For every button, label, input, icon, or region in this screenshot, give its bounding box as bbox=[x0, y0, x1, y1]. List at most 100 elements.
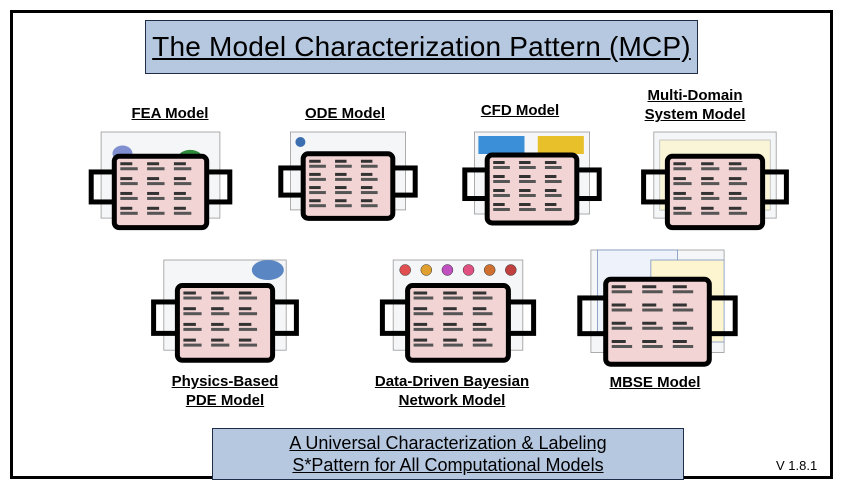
label-line: System Model bbox=[644, 106, 746, 123]
card-block bbox=[238, 312, 258, 316]
card-block bbox=[413, 343, 434, 347]
bayesian-network-model-module bbox=[368, 258, 548, 368]
card-block bbox=[335, 164, 352, 168]
card-block bbox=[611, 303, 626, 307]
module-graphic bbox=[379, 259, 537, 363]
card-block bbox=[443, 338, 457, 342]
card-block bbox=[611, 285, 626, 289]
card-block bbox=[211, 291, 224, 295]
card-block bbox=[728, 206, 742, 210]
card-block bbox=[642, 321, 657, 325]
card-block bbox=[360, 199, 373, 203]
card-block bbox=[701, 191, 714, 195]
card-block bbox=[701, 211, 720, 215]
card-block bbox=[472, 322, 487, 326]
card-block bbox=[309, 191, 326, 195]
pde-surface-shape bbox=[251, 260, 284, 280]
card-block bbox=[211, 327, 230, 331]
card-block bbox=[673, 211, 692, 215]
network-node bbox=[505, 264, 517, 276]
card-block bbox=[147, 196, 165, 200]
network-node bbox=[399, 264, 411, 276]
card-block bbox=[472, 327, 493, 331]
card-block bbox=[335, 199, 347, 203]
card-block bbox=[120, 162, 133, 166]
card-block bbox=[147, 162, 160, 166]
card-block bbox=[173, 196, 192, 200]
card-block bbox=[493, 203, 505, 206]
card-block bbox=[493, 180, 510, 183]
card-block bbox=[309, 204, 326, 208]
cfd-flow-shape bbox=[478, 136, 525, 154]
card-block bbox=[728, 191, 742, 195]
card-block bbox=[309, 164, 326, 168]
card-block bbox=[211, 312, 230, 316]
card-block bbox=[211, 343, 230, 347]
card-block bbox=[673, 177, 686, 181]
card-block bbox=[672, 340, 687, 343]
card-block bbox=[183, 327, 202, 331]
card-block bbox=[701, 206, 714, 210]
card-block bbox=[147, 206, 160, 210]
card-block bbox=[701, 182, 720, 186]
card-block bbox=[173, 191, 186, 195]
card-block bbox=[443, 322, 457, 326]
card-block bbox=[472, 307, 487, 311]
card-block bbox=[173, 182, 192, 186]
card-block bbox=[335, 191, 352, 195]
card-block bbox=[728, 196, 748, 200]
card-block bbox=[673, 162, 686, 166]
card-block bbox=[673, 196, 692, 200]
card-block bbox=[519, 208, 536, 211]
card-block bbox=[611, 326, 633, 330]
card-block bbox=[413, 322, 428, 326]
module-graphic bbox=[641, 131, 789, 231]
mbse-model-module bbox=[565, 248, 750, 373]
card-block bbox=[544, 161, 557, 164]
card-block bbox=[493, 208, 510, 211]
card-block bbox=[493, 166, 510, 169]
card-block bbox=[413, 307, 428, 311]
card-block bbox=[544, 166, 562, 169]
label-line: MBSE Model bbox=[609, 374, 701, 391]
card-block bbox=[728, 182, 748, 186]
card-block bbox=[360, 159, 373, 163]
card-block bbox=[335, 159, 347, 163]
card-block bbox=[611, 290, 633, 294]
card-block bbox=[413, 291, 428, 295]
label-line: Data-Driven Bayesian bbox=[374, 373, 530, 390]
card-block bbox=[672, 321, 687, 325]
card-block bbox=[728, 177, 742, 181]
card-block bbox=[611, 308, 633, 312]
card-block bbox=[672, 345, 694, 348]
card-block bbox=[519, 180, 536, 183]
card-block bbox=[120, 177, 133, 181]
footer-banner: A Universal Characterization & Labeling … bbox=[212, 428, 684, 480]
card-block bbox=[360, 204, 378, 208]
card-block bbox=[493, 175, 505, 178]
card-block bbox=[360, 164, 378, 168]
label-multi-domain-model: Multi-Domain System Model bbox=[630, 86, 760, 124]
module-graphic bbox=[577, 249, 738, 367]
card-block bbox=[728, 211, 748, 215]
card-block bbox=[309, 186, 321, 190]
label-line: CFD Model bbox=[480, 102, 560, 119]
card-block bbox=[335, 172, 347, 176]
model-card bbox=[405, 283, 511, 363]
cfd-model-module bbox=[452, 130, 612, 230]
card-block bbox=[642, 340, 657, 343]
card-block bbox=[519, 189, 531, 192]
label-fea-model: FEA Model bbox=[120, 104, 220, 123]
card-block bbox=[173, 177, 186, 181]
card-block bbox=[147, 211, 165, 215]
card-block bbox=[672, 290, 694, 294]
label-ode-model: ODE Model bbox=[295, 104, 395, 123]
card-block bbox=[413, 312, 434, 316]
card-block bbox=[309, 159, 321, 163]
cfd-flow-shape bbox=[537, 136, 584, 154]
model-card bbox=[111, 153, 210, 231]
card-block bbox=[238, 322, 252, 326]
card-block bbox=[672, 303, 687, 307]
card-block bbox=[183, 343, 202, 347]
label-line: Multi-Domain bbox=[647, 87, 743, 104]
